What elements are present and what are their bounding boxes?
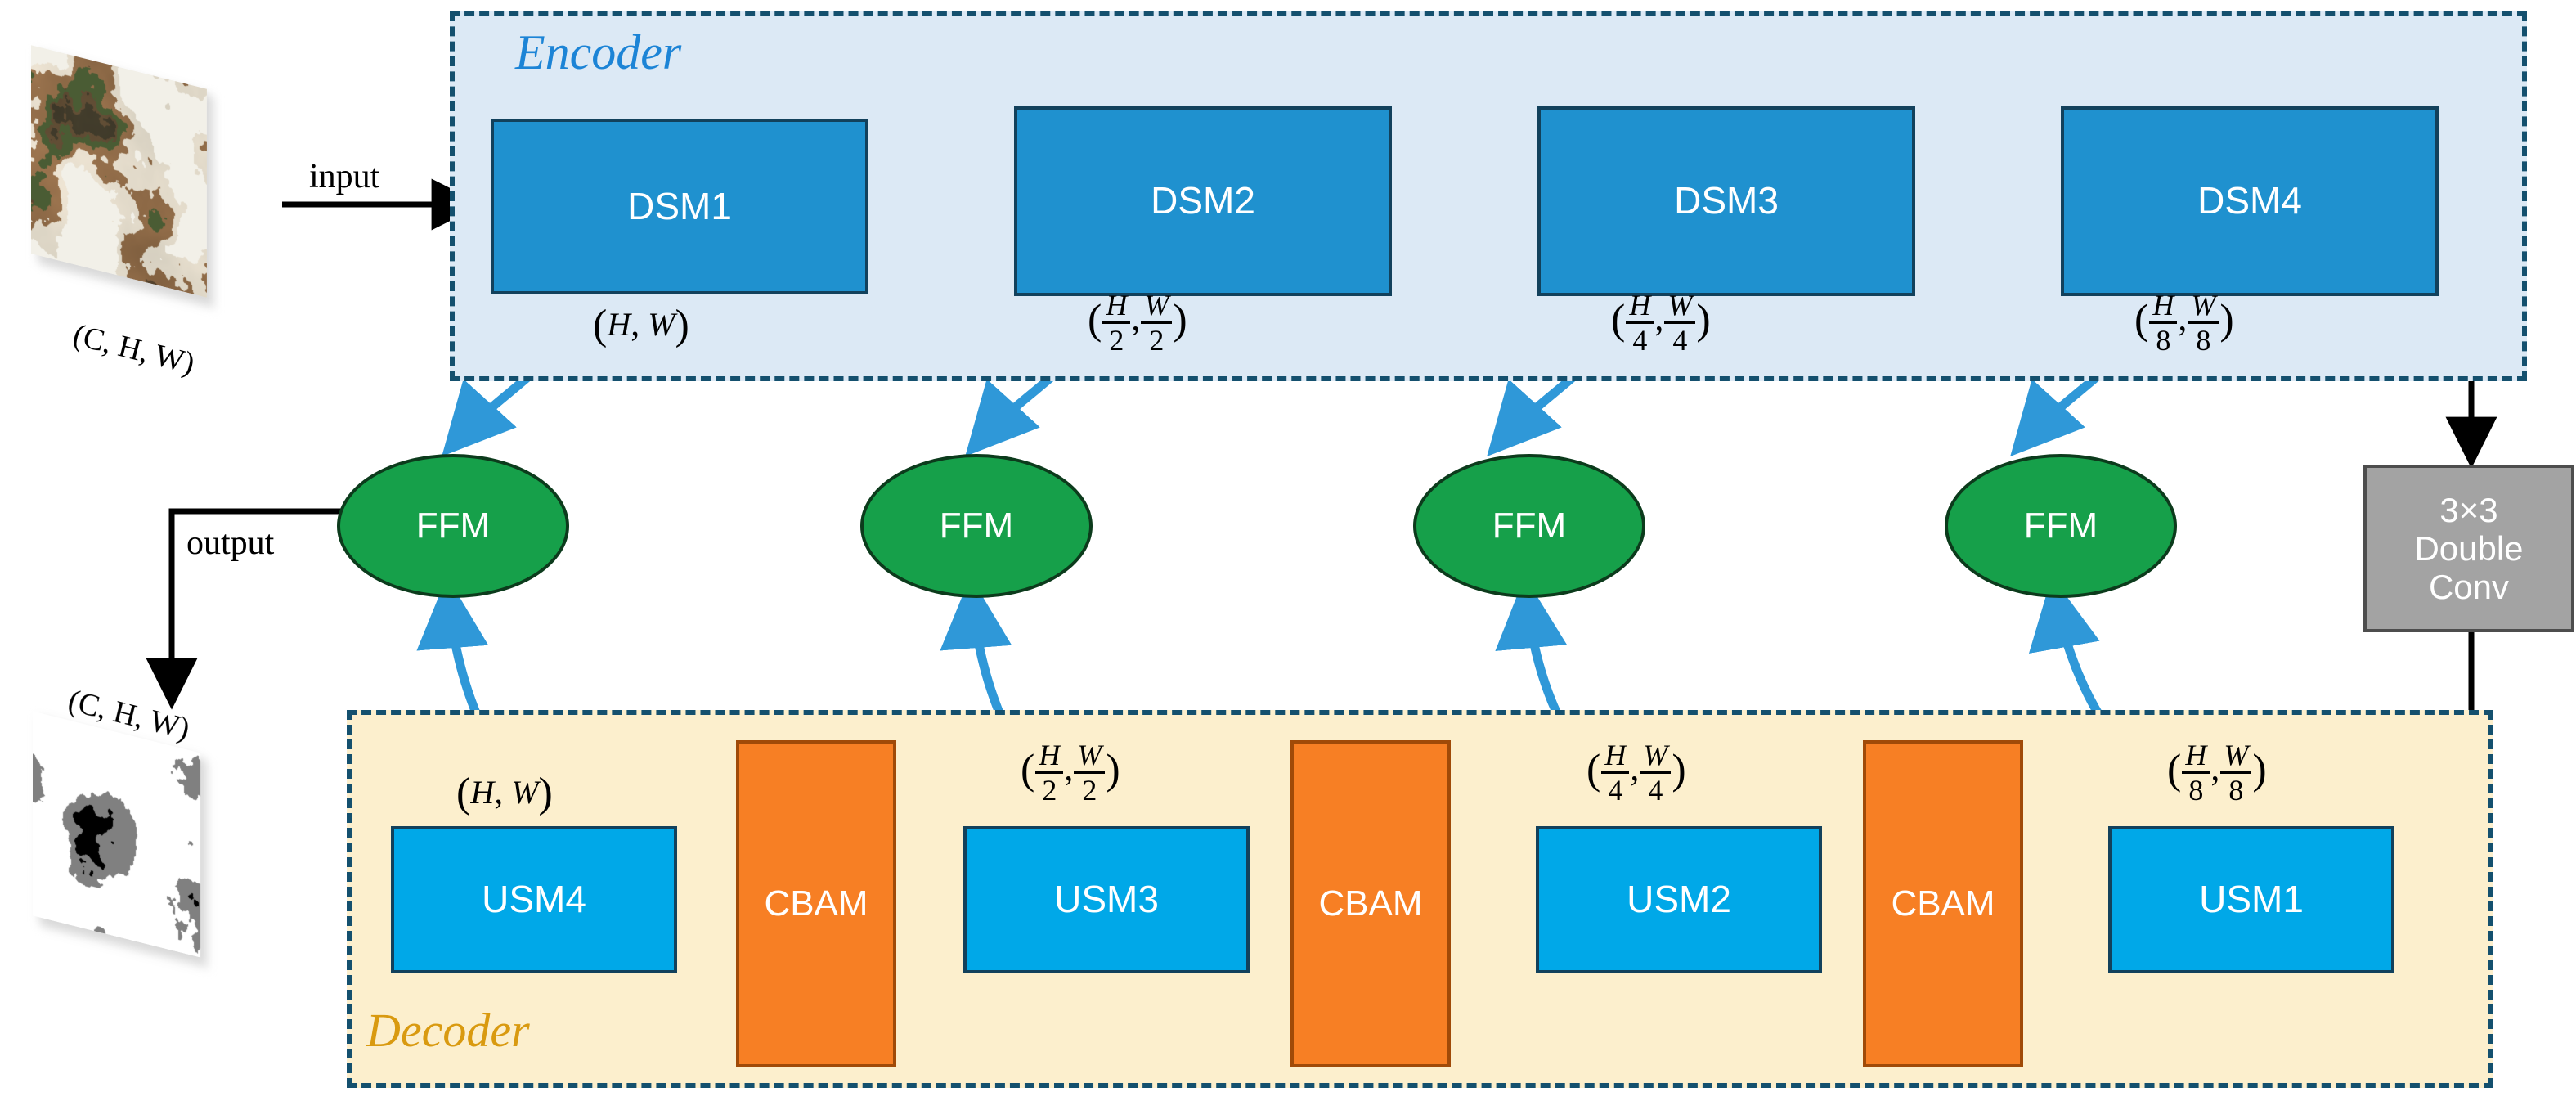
- ffm-block-2[interactable]: FFM: [860, 454, 1093, 598]
- input-shape-label: (C, H, W): [70, 317, 199, 381]
- satellite-image-icon: [31, 45, 207, 298]
- decoder-title: Decoder: [366, 1004, 530, 1057]
- dim-label-usm4: (H, W): [456, 770, 553, 816]
- double-conv-line3: Conv: [2428, 568, 2510, 607]
- decoder-block-usm3[interactable]: USM3: [963, 826, 1250, 973]
- input-image-panel: [31, 45, 213, 308]
- double-conv-block[interactable]: 3×3 Double Conv: [2363, 465, 2574, 632]
- decoder-block-usm2[interactable]: USM2: [1536, 826, 1822, 973]
- segmentation-mask-icon: [33, 711, 200, 958]
- ffm-block-1[interactable]: FFM: [337, 454, 569, 598]
- decoder-block-usm1[interactable]: USM1: [2108, 826, 2394, 973]
- encoder-block-dsm1[interactable]: DSM1: [491, 119, 868, 294]
- ffm-block-4[interactable]: FFM: [1945, 454, 2177, 598]
- output-label: output: [186, 524, 275, 562]
- encoder-block-dsm2[interactable]: DSM2: [1014, 106, 1392, 296]
- output-image-panel: [33, 711, 207, 968]
- input-label: input: [309, 158, 380, 195]
- encoder-block-dsm3[interactable]: DSM3: [1537, 106, 1915, 296]
- ffm-block-3[interactable]: FFM: [1413, 454, 1645, 598]
- double-conv-line2: Double: [2414, 528, 2524, 568]
- dim-label-dsm1: (H, W): [593, 302, 689, 348]
- encoder-block-dsm4[interactable]: DSM4: [2061, 106, 2439, 296]
- decoder-block-usm4[interactable]: USM4: [391, 826, 677, 973]
- double-conv-line1: 3×3: [2439, 490, 2498, 529]
- decoder-block-cbam-2[interactable]: CBAM: [1290, 740, 1451, 1067]
- decoder-block-cbam-3[interactable]: CBAM: [736, 740, 896, 1067]
- decoder-block-cbam-1[interactable]: CBAM: [1863, 740, 2023, 1067]
- encoder-title: Encoder: [515, 25, 682, 79]
